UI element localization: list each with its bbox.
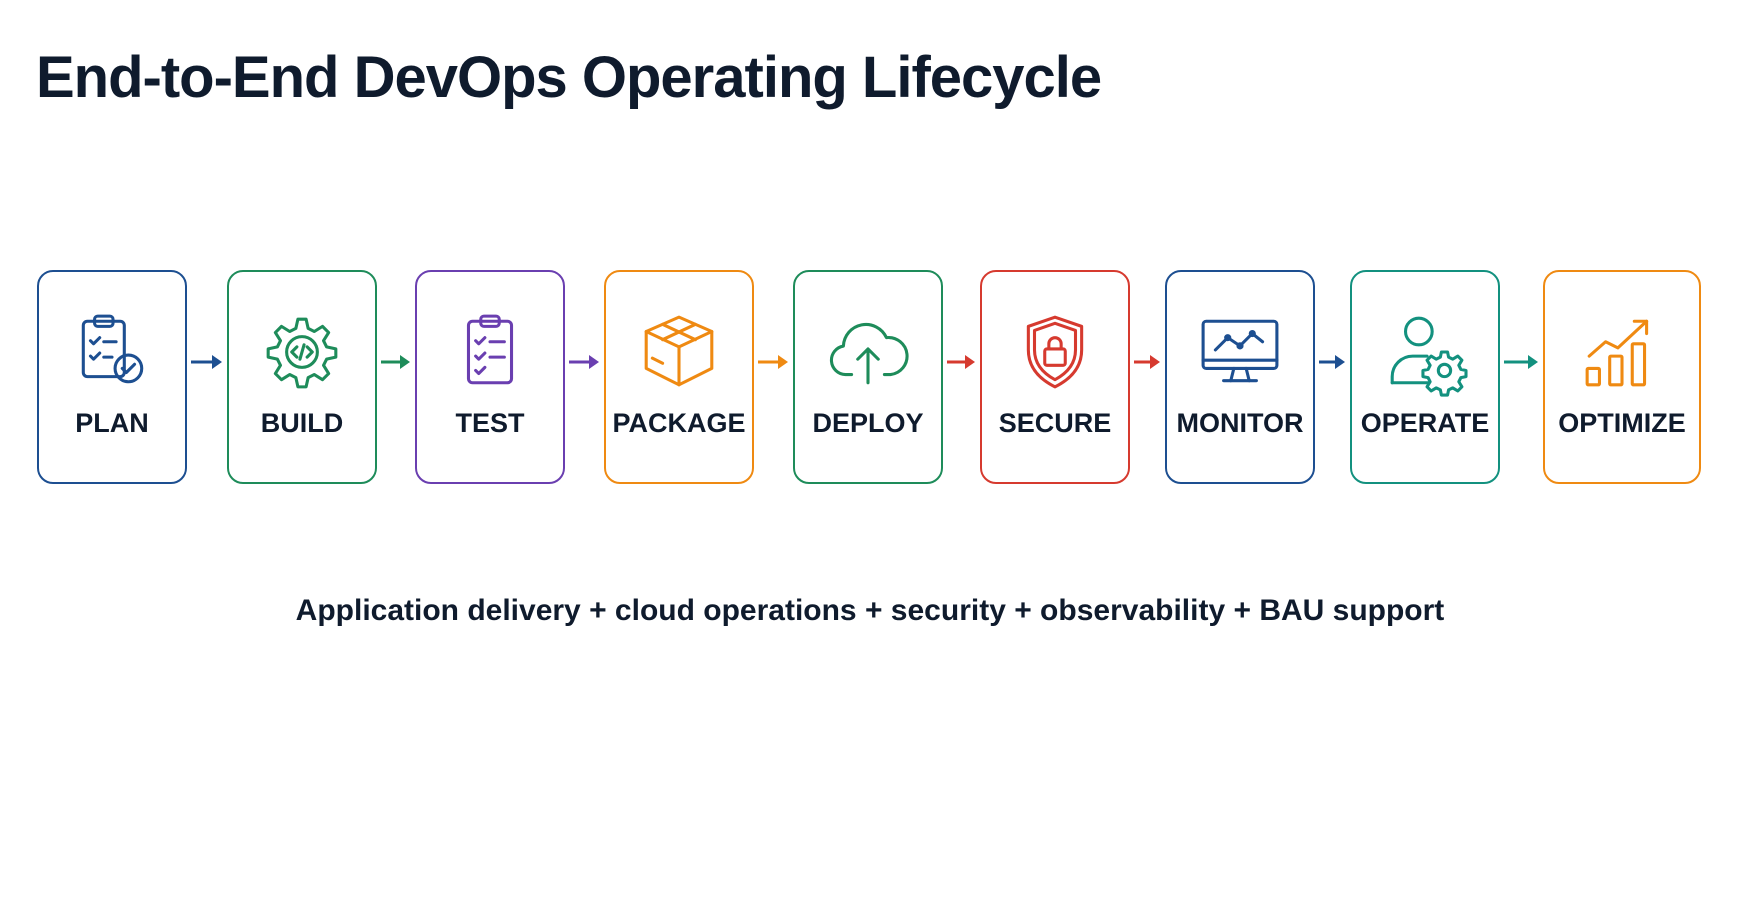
- user-gear-icon: [1352, 310, 1498, 397]
- stage-package[interactable]: PACKAGE: [604, 270, 754, 484]
- gear-code-icon: [229, 310, 375, 394]
- stage-label: OPERATE: [1360, 408, 1490, 438]
- flow-arrow: [569, 352, 600, 372]
- stage-monitor[interactable]: MONITOR: [1165, 270, 1315, 484]
- clipboard-check-icon: [39, 310, 185, 394]
- stage-label: PLAN: [75, 408, 149, 438]
- stage-test[interactable]: TEST: [415, 270, 565, 484]
- flow-arrow: [1319, 352, 1346, 372]
- flow-arrow: [1504, 352, 1539, 372]
- stage-label: BUILD: [260, 408, 344, 438]
- flow-arrow: [1134, 352, 1161, 372]
- stage-label: TEST: [455, 408, 525, 438]
- stage-label: SECURE: [998, 408, 1112, 438]
- stage-plan[interactable]: PLAN: [37, 270, 187, 484]
- flow-arrow: [947, 352, 976, 372]
- stage-label: OPTIMIZE: [1558, 408, 1686, 438]
- tagline: Application delivery + cloud operations …: [295, 594, 1445, 627]
- stage-label: MONITOR: [1176, 408, 1304, 438]
- stage-build[interactable]: BUILD: [227, 270, 377, 484]
- stage-operate[interactable]: OPERATE: [1350, 270, 1500, 484]
- stage-label: DEPLOY: [812, 408, 924, 438]
- flow-arrow: [191, 352, 223, 372]
- page-title: End-to-End DevOps Operating Lifecycle: [36, 45, 1102, 110]
- stage-secure[interactable]: SECURE: [980, 270, 1130, 484]
- stage-optimize[interactable]: OPTIMIZE: [1543, 270, 1701, 484]
- stage-label: PACKAGE: [612, 408, 746, 438]
- checklist-icon: [417, 310, 563, 394]
- stage-deploy[interactable]: DEPLOY: [793, 270, 943, 484]
- box-icon: [606, 310, 752, 394]
- monitor-chart-icon: [1167, 310, 1313, 394]
- cloud-upload-icon: [795, 310, 941, 394]
- growth-chart-icon: [1545, 310, 1699, 394]
- shield-lock-icon: [982, 310, 1128, 394]
- flow-arrow: [381, 352, 411, 372]
- flow-arrow: [758, 352, 789, 372]
